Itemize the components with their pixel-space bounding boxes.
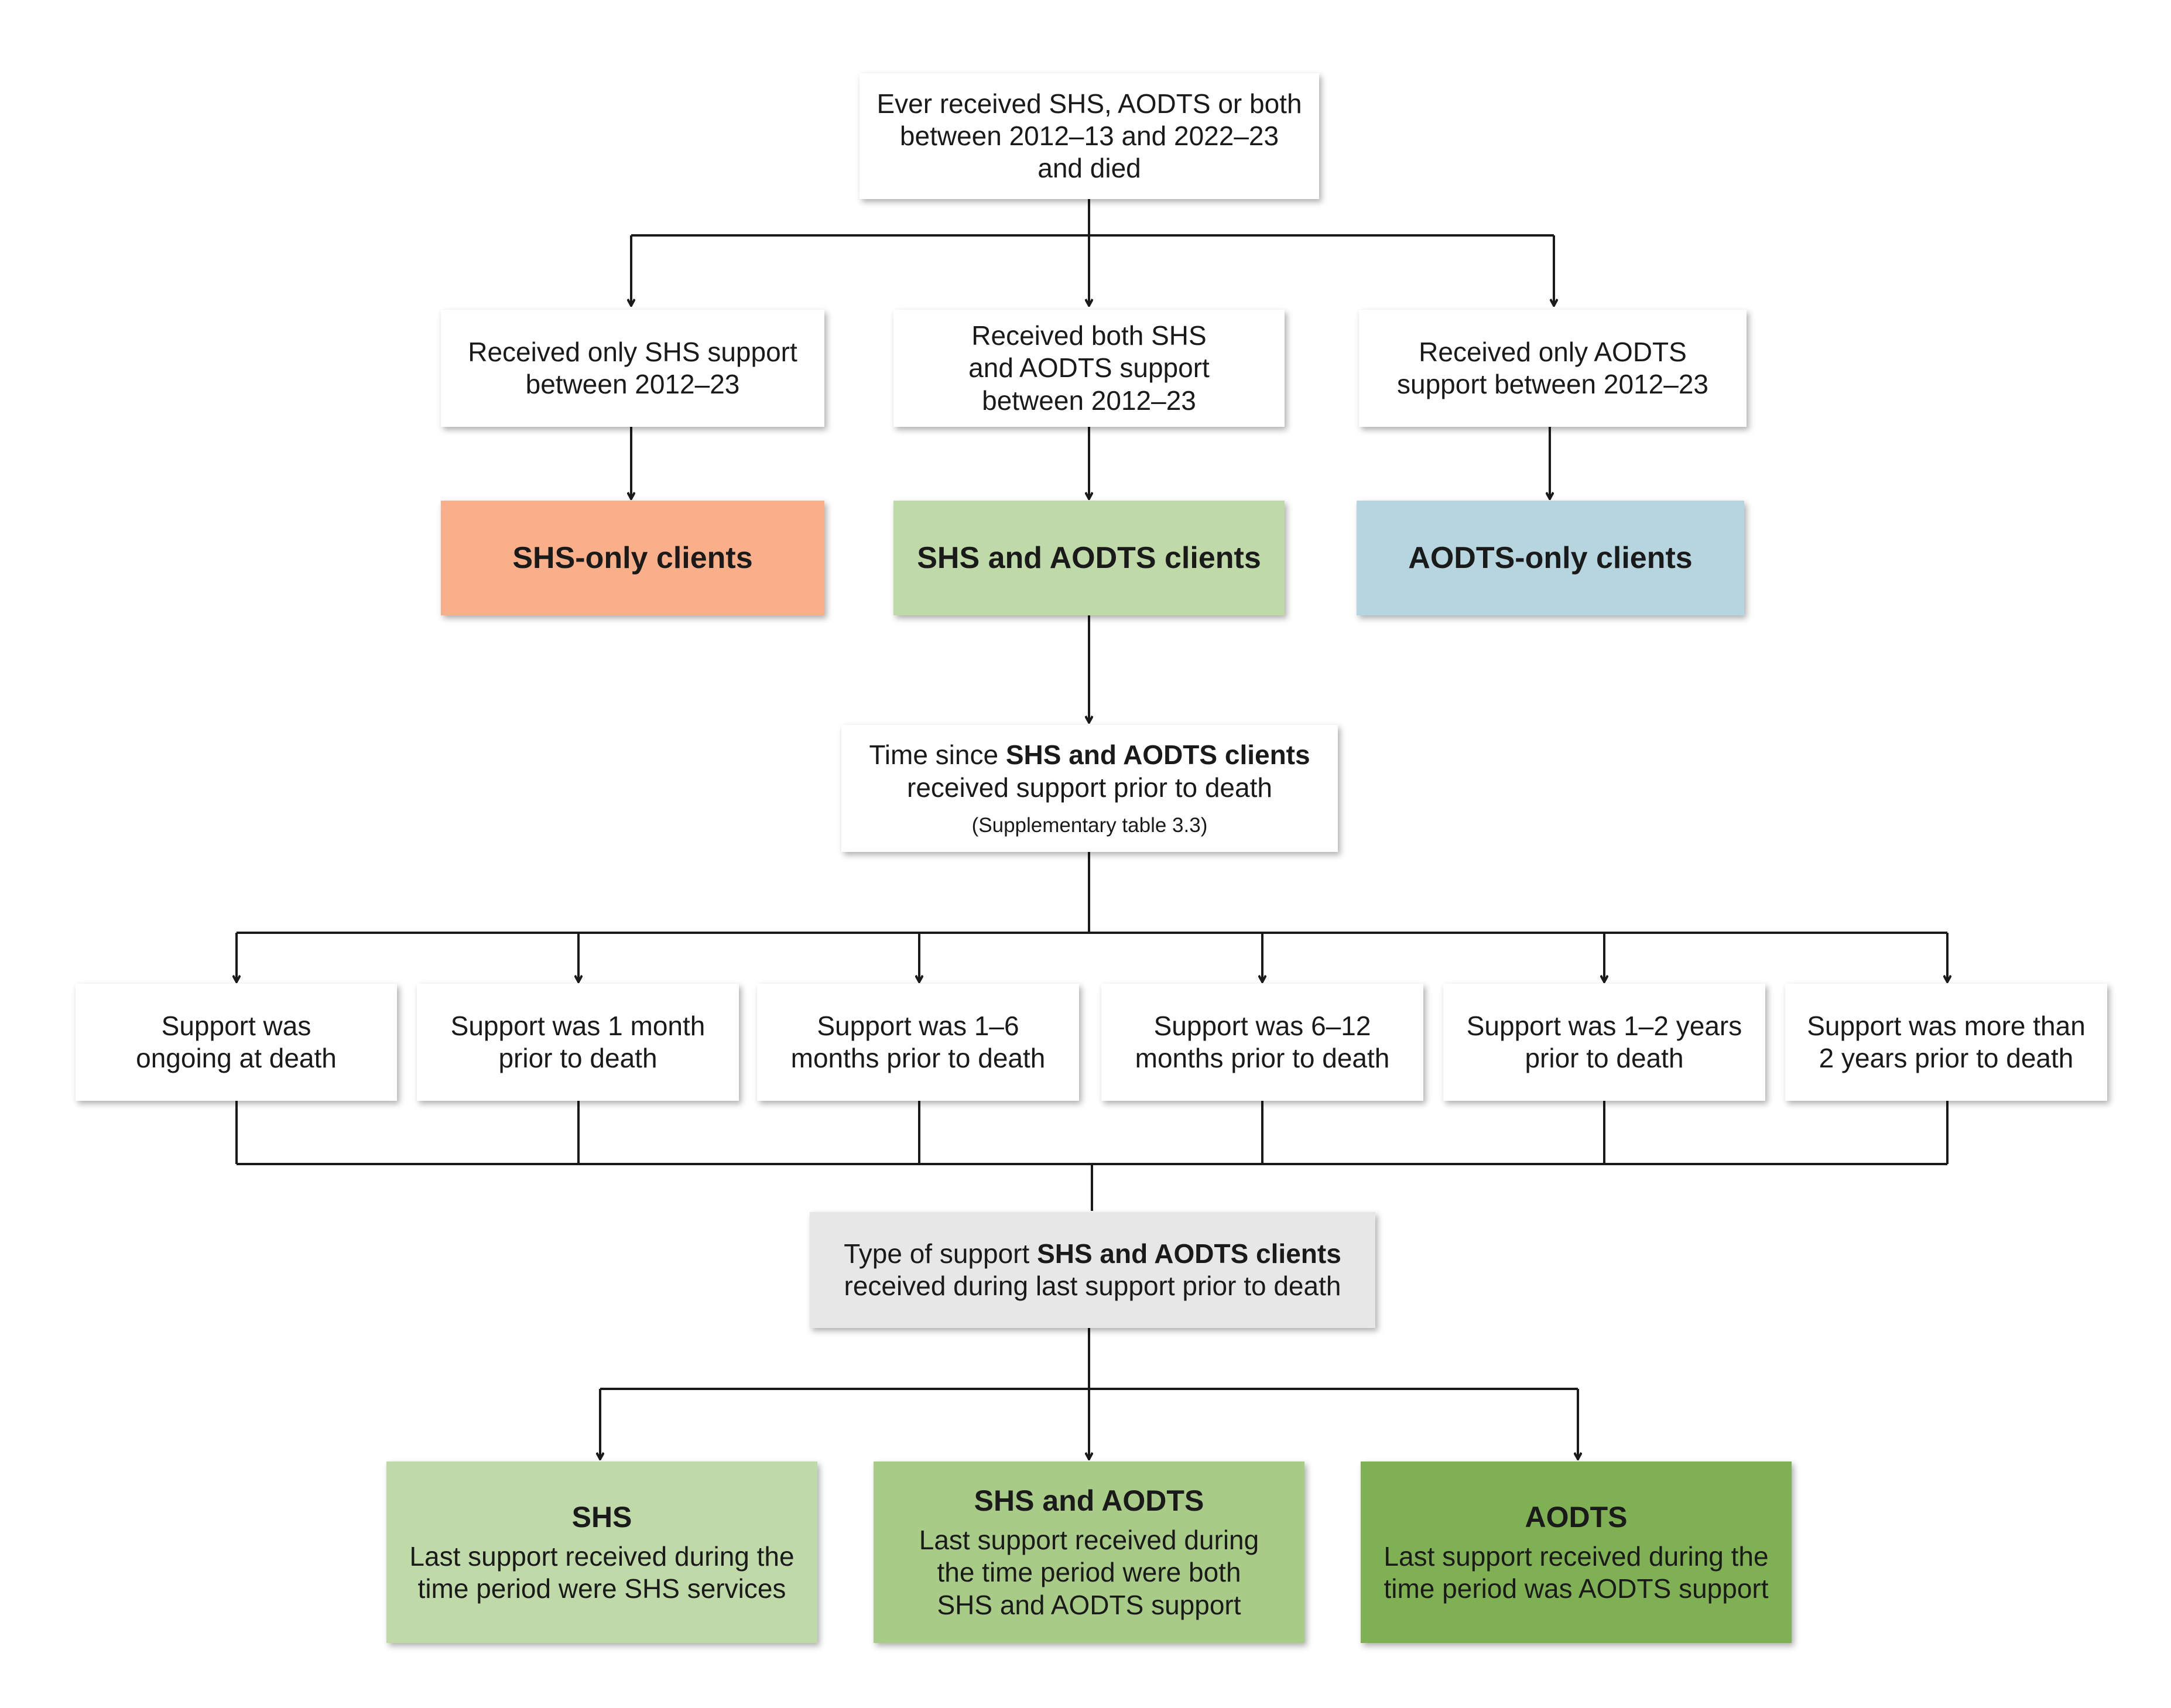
- time-since-bold: SHS and AODTS clients: [1005, 740, 1310, 771]
- category-shs-only-clients: SHS-only clients: [441, 501, 824, 615]
- period-5-line-2: prior to death: [1525, 1043, 1684, 1073]
- period-box-more-than-2-years: Support was more than 2 years prior to d…: [1785, 984, 2107, 1101]
- period-1-line-1: Support was: [161, 1010, 311, 1041]
- period-6-line-1: Support was more than: [1807, 1010, 2086, 1041]
- outcome-2-line-1: Last support received during: [919, 1525, 1259, 1556]
- outcome-shs-and-aodts: SHS and AODTS Last support received duri…: [874, 1461, 1304, 1643]
- outcome-3-title: AODTS: [1525, 1500, 1628, 1534]
- group-1-line-1: Received only SHS support: [468, 336, 797, 367]
- outcome-shs: SHS Last support received during the tim…: [386, 1461, 817, 1643]
- group-2-line-2: and AODTS support: [968, 352, 1210, 384]
- outcome-2-line-3: SHS and AODTS support: [937, 1589, 1241, 1620]
- outcome-3-line-2: time period was AODTS support: [1384, 1573, 1769, 1604]
- period-box-1-6-months: Support was 1–6 months prior to death: [757, 984, 1079, 1101]
- period-4-line-1: Support was 6–12: [1153, 1010, 1371, 1041]
- category-3-label: AODTS-only clients: [1408, 540, 1693, 575]
- group-2-line-3: between 2012–23: [982, 385, 1196, 416]
- period-box-1-2-years: Support was 1–2 years prior to death: [1443, 984, 1765, 1101]
- root-line-2: between 2012–13 and 2022–23: [899, 120, 1279, 151]
- type-support-prefix: Type of support: [844, 1238, 1037, 1269]
- group-box-shs-only: Received only SHS support between 2012–2…: [441, 310, 824, 427]
- type-support-box: Type of support SHS and AODTS clients re…: [810, 1212, 1375, 1328]
- outcome-2-line-2: the time period were both: [937, 1557, 1241, 1588]
- type-support-line-1: Type of support SHS and AODTS clients: [844, 1238, 1341, 1270]
- period-box-1-month: Support was 1 month prior to death: [417, 984, 739, 1101]
- period-3-line-1: Support was 1–6: [817, 1010, 1019, 1041]
- period-box-6-12-months: Support was 6–12 months prior to death: [1101, 984, 1423, 1101]
- period-1-line-2: ongoing at death: [136, 1043, 337, 1073]
- group-box-both: Received both SHS and AODTS support betw…: [893, 310, 1285, 427]
- group-3-line-2: support between 2012–23: [1397, 369, 1708, 399]
- time-since-line-2: received support prior to death: [907, 772, 1272, 803]
- group-box-aodts-only: Received only AODTS support between 2012…: [1359, 310, 1747, 427]
- root-line-1: Ever received SHS, AODTS or both: [876, 88, 1302, 119]
- period-5-line-1: Support was 1–2 years: [1466, 1010, 1742, 1041]
- type-support-bold: SHS and AODTS clients: [1037, 1238, 1341, 1269]
- outcome-2-title: SHS and AODTS: [974, 1484, 1204, 1518]
- period-2-line-1: Support was 1 month: [450, 1010, 706, 1041]
- outcome-aodts: AODTS Last support received during the t…: [1361, 1461, 1792, 1643]
- period-3-line-2: months prior to death: [790, 1043, 1046, 1073]
- time-since-prefix: Time since: [869, 740, 1006, 771]
- category-1-label: SHS-only clients: [512, 540, 753, 575]
- outcome-1-line-2: time period were SHS services: [417, 1573, 786, 1604]
- category-aodts-only-clients: AODTS-only clients: [1357, 501, 1744, 615]
- time-since-box: Time since SHS and AODTS clients receive…: [841, 725, 1338, 852]
- outcome-3-line-1: Last support received during the: [1384, 1541, 1769, 1572]
- category-shs-and-aodts-clients: SHS and AODTS clients: [893, 501, 1285, 615]
- time-since-line-1: Time since SHS and AODTS clients: [869, 739, 1310, 771]
- group-2-line-1: Received both SHS: [971, 320, 1207, 351]
- group-3-line-1: Received only AODTS: [1419, 336, 1687, 367]
- type-support-line-2: received during last support prior to de…: [844, 1271, 1341, 1301]
- period-6-line-2: 2 years prior to death: [1819, 1043, 2074, 1073]
- period-2-line-2: prior to death: [498, 1043, 658, 1073]
- outcome-1-line-1: Last support received during the: [409, 1541, 795, 1572]
- group-1-line-2: between 2012–23: [525, 369, 740, 399]
- root-line-3: and died: [1037, 153, 1141, 184]
- period-4-line-2: months prior to death: [1135, 1043, 1390, 1073]
- outcome-1-title: SHS: [571, 1500, 632, 1534]
- category-2-label: SHS and AODTS clients: [917, 540, 1261, 575]
- root-box: Ever received SHS, AODTS or both between…: [860, 73, 1319, 199]
- time-since-note: (Supplementary table 3.3): [971, 813, 1208, 837]
- period-box-ongoing: Support was ongoing at death: [76, 984, 397, 1101]
